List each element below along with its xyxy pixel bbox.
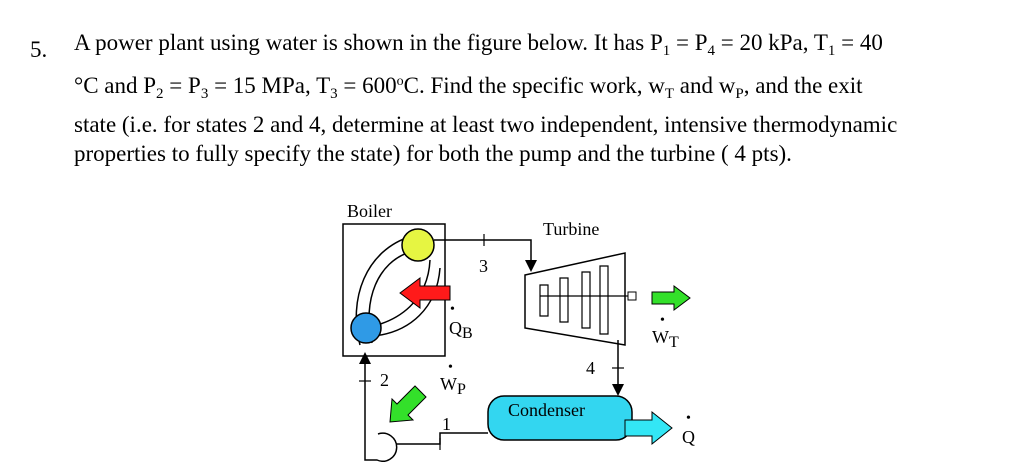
condenser-body <box>487 395 633 441</box>
state-1-label: 1 <box>442 414 451 434</box>
pump-work-arrow <box>389 385 427 423</box>
state-3-label: 3 <box>479 256 488 276</box>
boiler-label: Boiler <box>347 201 392 221</box>
wt-symbol: WT <box>652 327 679 351</box>
state-4-label: 4 <box>586 358 595 378</box>
turbine-label: Turbine <box>543 219 599 239</box>
boiler-tube-right-inner <box>373 267 441 337</box>
turbine-work-arrow <box>651 285 691 311</box>
state-2-label: 2 <box>380 370 389 390</box>
heat-rejection-arrow <box>624 410 673 446</box>
wp-dot: • <box>448 360 453 375</box>
pipe-state-1 <box>390 432 488 445</box>
question-number: 5. <box>30 37 48 62</box>
q-out-symbol: Q <box>682 427 695 447</box>
pump-body <box>364 410 398 462</box>
question-line-3: state (i.e. for states 2 and 4, determin… <box>74 112 898 137</box>
qb-symbol: QB <box>449 318 473 342</box>
boiler-water-drum <box>350 312 382 344</box>
turbine-shaft-coupling <box>627 291 637 301</box>
boiler-steam-drum <box>401 228 435 262</box>
q-out-dot: • <box>686 411 691 426</box>
question-block: 5. A power plant using water is shown in… <box>0 0 1024 180</box>
pipe-state-3 <box>434 239 537 272</box>
turbine-blades <box>539 265 609 335</box>
question-line-1: A power plant using water is shown in th… <box>74 30 883 59</box>
question-line-2: °C and P2 = P3 = 15 MPa, T3 = 600oC. Fin… <box>74 73 863 102</box>
heat-input-arrow <box>399 277 451 309</box>
question-line-4: properties to fully specify the state) f… <box>74 141 792 166</box>
wt-dot: • <box>660 313 665 328</box>
condenser-label: Condenser <box>508 400 585 420</box>
wp-symbol: WP <box>440 374 466 398</box>
qb-dot: • <box>450 302 455 317</box>
